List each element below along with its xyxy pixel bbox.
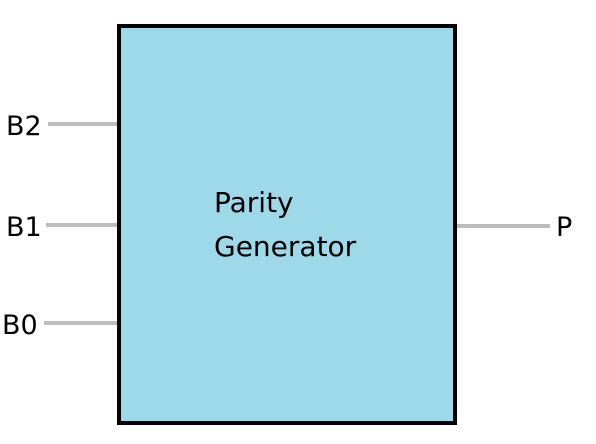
input-label-b0: B0 bbox=[2, 310, 38, 341]
input-label-b2: B2 bbox=[6, 111, 42, 142]
input-label-b1: B1 bbox=[6, 212, 42, 243]
block-label-line-2: Generator bbox=[214, 230, 357, 263]
block-label-line-1: Parity bbox=[214, 186, 294, 219]
output-label-p: P bbox=[556, 212, 572, 243]
parity-generator-block bbox=[117, 24, 457, 425]
